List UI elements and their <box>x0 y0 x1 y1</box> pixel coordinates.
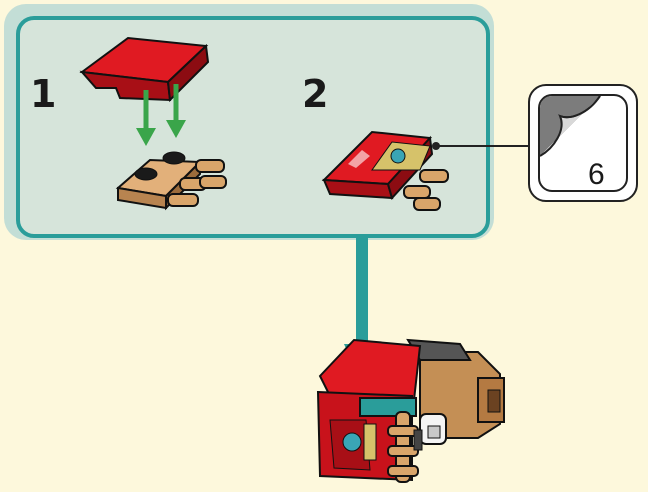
sticker-curl-icon <box>540 96 628 192</box>
final-model <box>318 340 504 482</box>
tan-plate-with-clips <box>118 152 226 208</box>
assembled-slope-with-sticker <box>324 132 448 210</box>
sticker-callout-box: 6 <box>528 84 638 202</box>
sticker-preview: 6 <box>538 94 628 192</box>
sticker-callout-line <box>432 142 530 150</box>
sticker-number: 6 <box>588 158 605 192</box>
